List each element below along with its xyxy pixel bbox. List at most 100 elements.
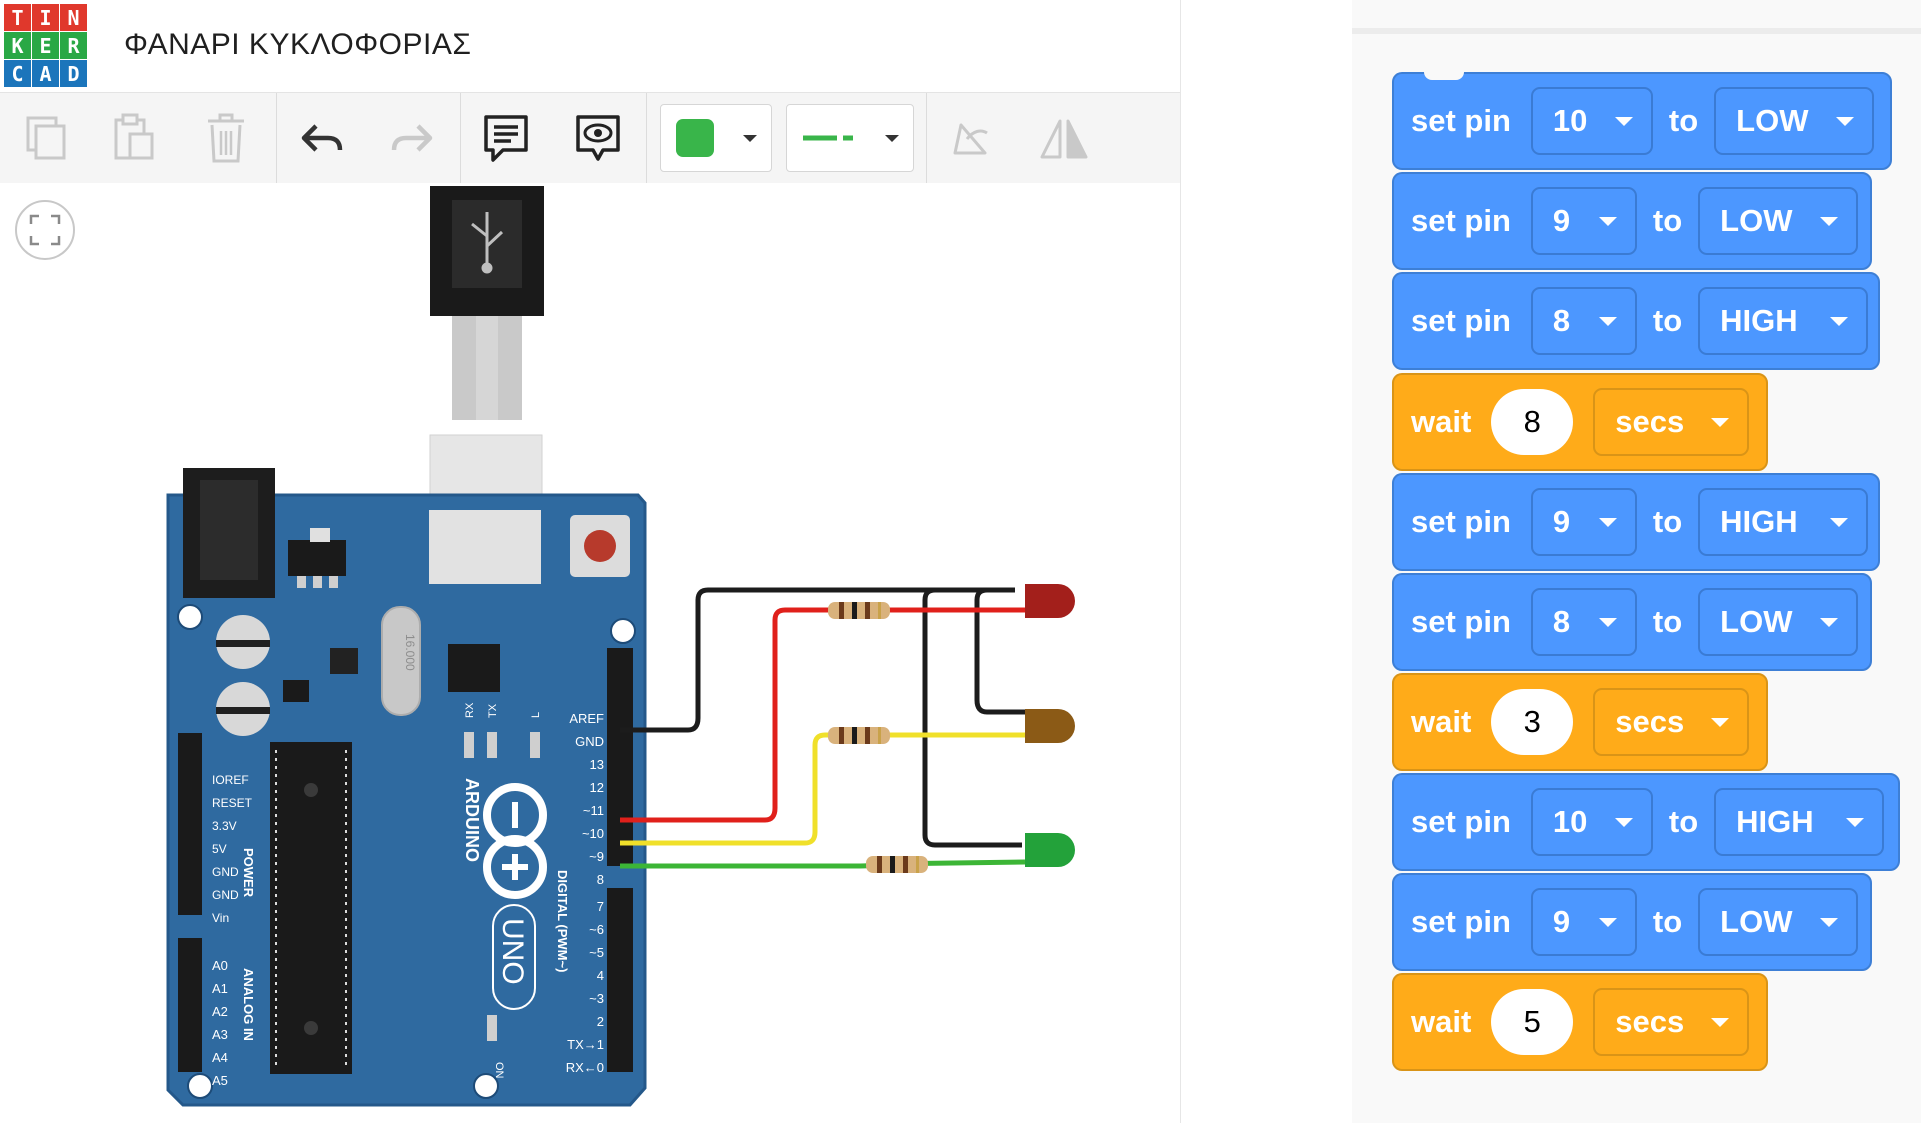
pin-label: 2 bbox=[597, 1014, 604, 1029]
circuit-canvas[interactable]: 16.000 RX TX L ON ARDUINO UNO bbox=[0, 183, 1180, 1123]
block-label: set pin bbox=[1411, 303, 1511, 338]
power-header bbox=[178, 733, 202, 915]
block-set-pin[interactable]: set pin 8 to LOW bbox=[1392, 573, 1872, 671]
pin-value: 10 bbox=[1552, 103, 1588, 138]
digital-header-bottom bbox=[607, 888, 633, 1072]
notes-button[interactable] bbox=[476, 93, 536, 183]
value-text: HIGH bbox=[1736, 804, 1814, 839]
chevron-down-icon bbox=[1598, 216, 1617, 226]
block-wait[interactable]: wait 8 secs bbox=[1392, 373, 1768, 471]
to-label: to bbox=[1652, 904, 1683, 939]
to-label: to bbox=[1652, 303, 1683, 338]
wire-gnd[interactable] bbox=[620, 587, 1015, 733]
chevron-down-icon bbox=[1836, 116, 1855, 126]
power-header-title: POWER bbox=[241, 848, 256, 898]
value-dropdown[interactable]: HIGH bbox=[1698, 287, 1869, 355]
pin-dropdown[interactable]: 8 bbox=[1530, 588, 1637, 656]
redo-button[interactable] bbox=[382, 93, 442, 183]
resistor-green[interactable] bbox=[866, 856, 928, 873]
arduino-uno-board[interactable]: 16.000 RX TX L ON ARDUINO UNO bbox=[166, 468, 647, 1107]
visibility-button[interactable] bbox=[568, 93, 628, 183]
to-label: to bbox=[1668, 804, 1699, 839]
redo-icon bbox=[391, 124, 433, 152]
value-dropdown[interactable]: LOW bbox=[1698, 588, 1859, 656]
pin-label: 8 bbox=[597, 872, 604, 887]
unit-dropdown[interactable]: secs bbox=[1593, 388, 1750, 456]
wires[interactable] bbox=[620, 587, 1026, 869]
undo-icon bbox=[301, 124, 343, 152]
block-label: set pin bbox=[1411, 203, 1511, 238]
block-set-pin[interactable]: set pin 9 to LOW bbox=[1392, 873, 1872, 971]
pin-label: ~3 bbox=[589, 991, 604, 1006]
fit-view-button[interactable] bbox=[15, 200, 75, 260]
value-text: LOW bbox=[1720, 904, 1793, 939]
pin-label: AREF bbox=[569, 711, 604, 726]
pin-label: 3.3V bbox=[212, 819, 237, 833]
pin-dropdown[interactable]: 9 bbox=[1530, 888, 1637, 956]
rotate-icon bbox=[953, 123, 988, 155]
circuit-drawing[interactable]: 16.000 RX TX L ON ARDUINO UNO bbox=[0, 183, 1180, 1123]
block-set-pin[interactable]: set pin 9 to LOW bbox=[1392, 172, 1872, 270]
logo-letter-tile: C bbox=[4, 60, 31, 87]
pin-dropdown[interactable]: 10 bbox=[1530, 87, 1653, 155]
value-dropdown[interactable]: LOW bbox=[1698, 187, 1859, 255]
design-title[interactable]: ΦΑΝΑΡΙ ΚΥΚΛΟΦΟΡΙΑΣ bbox=[124, 28, 472, 61]
unit-text: secs bbox=[1615, 704, 1685, 739]
wait-amount-input[interactable]: 8 bbox=[1491, 389, 1574, 455]
color-picker[interactable] bbox=[660, 93, 772, 183]
digital-header-title: DIGITAL (PWM~) bbox=[555, 870, 570, 972]
wait-amount-input[interactable]: 5 bbox=[1491, 989, 1574, 1055]
resistor-red[interactable] bbox=[828, 602, 890, 619]
led-green[interactable] bbox=[1025, 833, 1075, 867]
paste-button[interactable] bbox=[104, 93, 164, 183]
value-dropdown[interactable]: HIGH bbox=[1714, 788, 1885, 856]
block-set-pin[interactable]: set pin 9 to HIGH bbox=[1392, 473, 1880, 571]
value-text: LOW bbox=[1720, 203, 1793, 238]
panel-top-bar bbox=[1352, 28, 1921, 34]
wire-gnd-branch-1[interactable] bbox=[922, 587, 1022, 848]
wire-green[interactable] bbox=[620, 859, 1026, 869]
unit-text: secs bbox=[1615, 404, 1685, 439]
chevron-down-icon bbox=[1614, 817, 1633, 827]
pin-dropdown[interactable]: 9 bbox=[1530, 187, 1637, 255]
logo-letter-tile: E bbox=[32, 32, 59, 59]
wire-red[interactable] bbox=[620, 607, 1025, 823]
pin-value: 10 bbox=[1552, 804, 1588, 839]
resistor-yellow[interactable] bbox=[828, 727, 890, 744]
value-dropdown[interactable]: LOW bbox=[1714, 87, 1875, 155]
pin-label: IOREF bbox=[212, 773, 249, 787]
value-dropdown[interactable]: HIGH bbox=[1698, 488, 1869, 556]
block-wait[interactable]: wait 5 secs bbox=[1392, 973, 1768, 1071]
analog-header-title: ANALOG IN bbox=[241, 968, 256, 1041]
pin-dropdown[interactable]: 9 bbox=[1530, 488, 1637, 556]
wire-yellow[interactable] bbox=[620, 732, 1025, 846]
unit-dropdown[interactable]: secs bbox=[1593, 988, 1750, 1056]
crystal-text: 16.000 bbox=[403, 634, 417, 671]
undo-button[interactable] bbox=[292, 93, 352, 183]
block-label: wait bbox=[1411, 704, 1472, 739]
pin-dropdown[interactable]: 10 bbox=[1530, 788, 1653, 856]
block-label: wait bbox=[1411, 404, 1472, 439]
delete-button[interactable] bbox=[196, 93, 256, 183]
wire-type-picker[interactable] bbox=[786, 93, 914, 183]
led-red[interactable] bbox=[1025, 584, 1075, 618]
unit-dropdown[interactable]: secs bbox=[1593, 688, 1750, 756]
wait-amount-input[interactable]: 3 bbox=[1491, 689, 1574, 755]
value-dropdown[interactable]: LOW bbox=[1698, 888, 1859, 956]
block-set-pin[interactable]: set pin 10 to HIGH bbox=[1392, 773, 1900, 871]
chevron-down-icon bbox=[1830, 517, 1849, 527]
block-set-pin[interactable]: set pin 8 to HIGH bbox=[1392, 272, 1880, 370]
mirror-button[interactable] bbox=[1034, 93, 1094, 183]
to-label: to bbox=[1652, 504, 1683, 539]
led-yellow[interactable] bbox=[1025, 709, 1075, 743]
block-wait[interactable]: wait 3 secs bbox=[1392, 673, 1768, 771]
copy-button[interactable] bbox=[16, 93, 76, 183]
block-set-pin[interactable]: set pin 10 to LOW bbox=[1392, 72, 1892, 170]
rotate-button[interactable] bbox=[940, 93, 1000, 183]
block-label: wait bbox=[1411, 1004, 1472, 1039]
pin-dropdown[interactable]: 8 bbox=[1530, 287, 1637, 355]
wire-gnd-branch-2[interactable] bbox=[974, 587, 1025, 715]
